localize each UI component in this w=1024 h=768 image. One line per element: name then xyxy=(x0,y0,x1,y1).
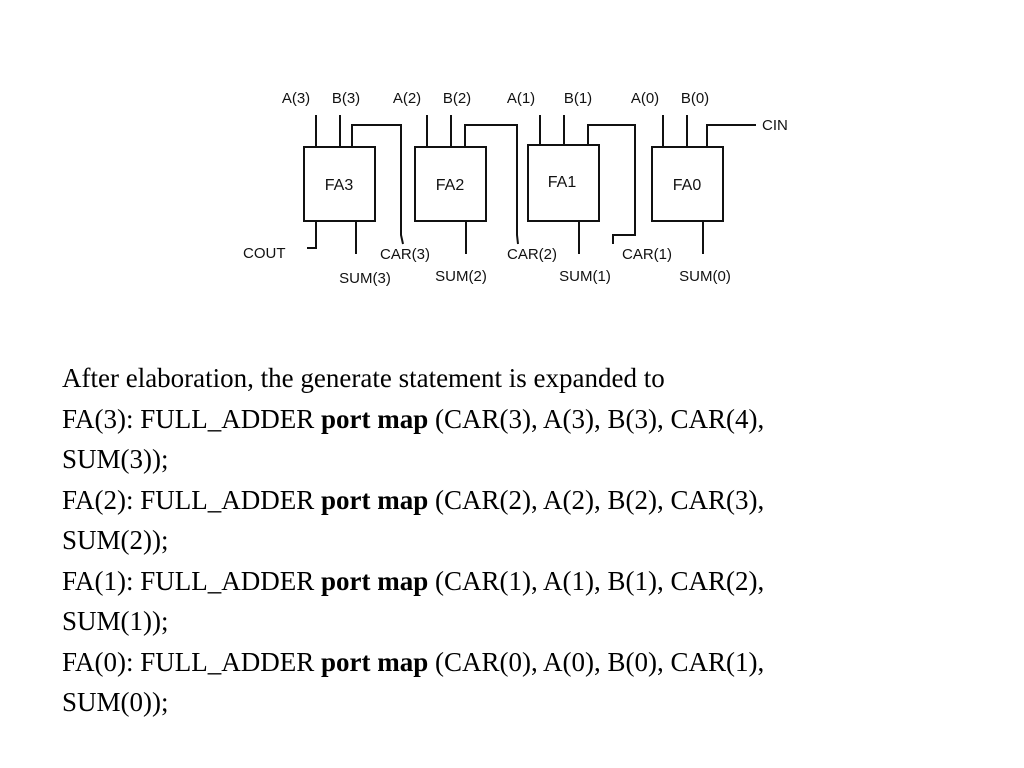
car1-label: CAR(1) xyxy=(622,246,672,263)
a1-label: A(1) xyxy=(507,90,535,107)
b1-label: B(1) xyxy=(564,90,592,107)
fa3-statement-pre: FA(3): FULL_ADDER xyxy=(62,403,321,434)
fa2-port-map-keyword: port map xyxy=(321,484,429,515)
fa2-statement-pre: FA(2): FULL_ADDER xyxy=(62,484,321,515)
fa3-label: FA3 xyxy=(325,177,354,194)
fa0-statement: FA(0): FULL_ADDER port map (CAR(0), A(0)… xyxy=(62,642,962,683)
fa2-statement: FA(2): FULL_ADDER port map (CAR(2), A(2)… xyxy=(62,480,962,521)
fa0-statement-args: (CAR(0), A(0), B(0), CAR(1), xyxy=(428,646,765,677)
car3-label: CAR(3) xyxy=(380,246,430,263)
intro-text: After elaboration, the generate statemen… xyxy=(62,363,665,393)
fa1-port-map-keyword: port map xyxy=(321,565,429,596)
fa0-statement-pre: FA(0): FULL_ADDER xyxy=(62,646,321,677)
fa1-statement-pre: FA(1): FULL_ADDER xyxy=(62,565,321,596)
b0-label: B(0) xyxy=(681,90,709,107)
sum1-label: SUM(1) xyxy=(559,268,611,285)
a2-label: A(2) xyxy=(393,90,421,107)
ripple-carry-adder-diagram: FA3 FA2 FA1 FA0 A(3) B(3) A(2) B(2) A(1)… xyxy=(243,90,788,287)
b3-label: B(3) xyxy=(332,90,360,107)
cin-label: CIN xyxy=(762,117,788,134)
car2-wire xyxy=(464,124,519,245)
fa1-label: FA1 xyxy=(548,174,577,191)
fa2-statement-args: (CAR(2), A(2), B(2), CAR(3), xyxy=(428,484,765,515)
fa2-statement-cont: SUM(2)); xyxy=(62,525,169,555)
fa1-statement-args: (CAR(1), A(1), B(1), CAR(2), xyxy=(428,565,765,596)
cout-wire xyxy=(307,221,317,249)
fa3-statement-cont: SUM(3)); xyxy=(62,444,169,474)
sum0-label: SUM(0) xyxy=(679,268,731,285)
fa0-port-map-keyword: port map xyxy=(321,646,429,677)
car2-label: CAR(2) xyxy=(507,246,557,263)
a3-label: A(3) xyxy=(282,90,310,107)
fa1-statement-cont: SUM(1)); xyxy=(62,606,169,636)
b2-label: B(2) xyxy=(443,90,471,107)
fa3-box xyxy=(303,146,376,222)
cout-label: COUT xyxy=(243,245,286,262)
fa3-statement-args: (CAR(3), A(3), B(3), CAR(4), xyxy=(428,403,765,434)
cin-wire xyxy=(706,124,756,147)
fa3-port-map-keyword: port map xyxy=(321,403,429,434)
elaboration-text: After elaboration, the generate statemen… xyxy=(62,358,962,723)
fa0-box xyxy=(651,146,724,222)
car3-wire xyxy=(351,124,404,245)
fa3-statement: FA(3): FULL_ADDER port map (CAR(3), A(3)… xyxy=(62,399,962,440)
fa2-box xyxy=(414,146,487,222)
sum3-label: SUM(3) xyxy=(339,270,391,287)
fa2-label: FA2 xyxy=(436,177,465,194)
fa1-statement: FA(1): FULL_ADDER port map (CAR(1), A(1)… xyxy=(62,561,962,602)
fa0-statement-cont: SUM(0)); xyxy=(62,687,169,717)
sum2-label: SUM(2) xyxy=(435,268,487,285)
a0-label: A(0) xyxy=(631,90,659,107)
fa0-label: FA0 xyxy=(673,177,702,194)
car1-wire xyxy=(587,124,636,244)
